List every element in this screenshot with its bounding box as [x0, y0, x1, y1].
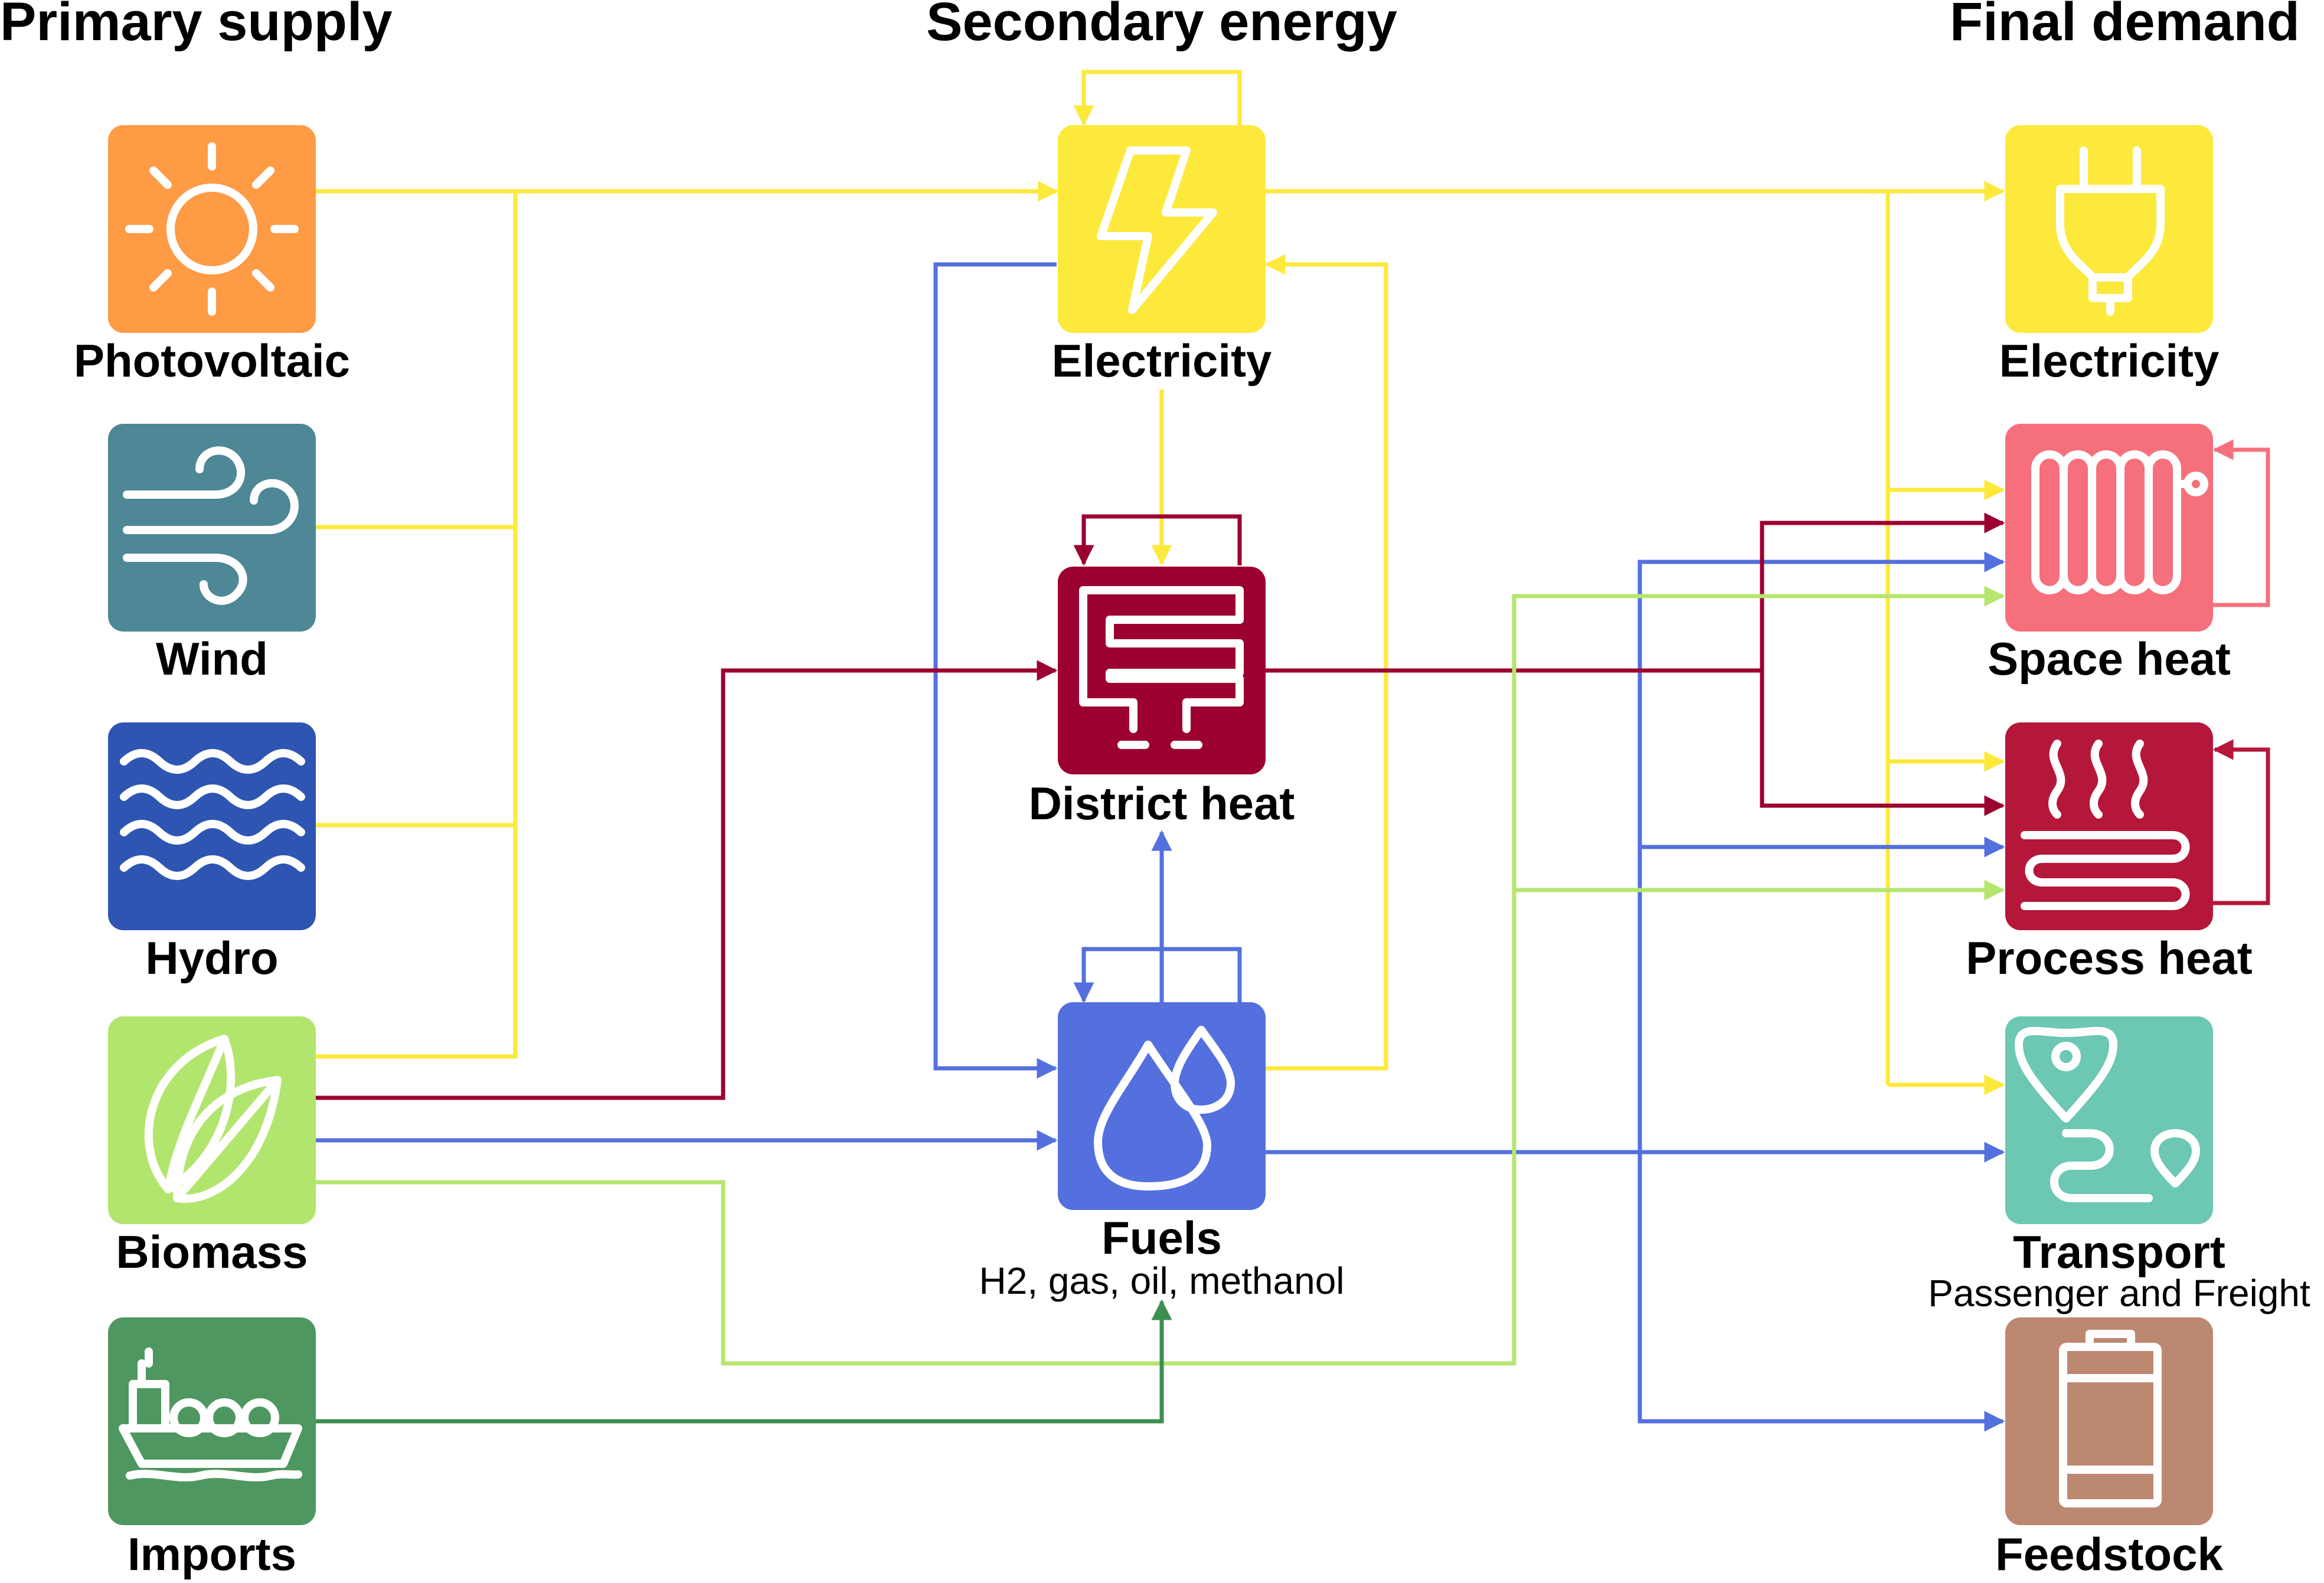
node-imports[interactable]: Imports: [108, 1317, 316, 1580]
flow-biomass-to-space-heat: [316, 586, 2005, 1366]
process-heat-label: Process heat: [1966, 932, 2253, 984]
sun-icon: [125, 142, 299, 316]
node-space-heat[interactable]: Space heat: [1988, 424, 2231, 685]
node-district-heat[interactable]: District heat: [1029, 567, 1295, 829]
node-process-heat[interactable]: Process heat: [1966, 722, 2253, 984]
electricity-tile: [1058, 125, 1266, 333]
space-heat-label: Space heat: [1988, 633, 2231, 685]
radiator-icon: [2031, 450, 2208, 594]
flow-imports-to-fuels: [316, 1299, 1172, 1424]
district-heat-label: District heat: [1029, 777, 1295, 829]
node-hydro[interactable]: Hydro: [108, 722, 316, 984]
column-title-final: Final demand: [1950, 0, 2300, 52]
node-photovoltaic[interactable]: Photovoltaic: [74, 125, 350, 387]
flow-fuels-to-feedstock: [1637, 1152, 2005, 1432]
fuels-tile: [1058, 1002, 1266, 1210]
node-electricity[interactable]: Electricity: [1052, 125, 1272, 387]
lightning-icon: [1097, 146, 1217, 314]
node-final-electricity[interactable]: Electricity: [1999, 125, 2220, 387]
waves-icon: [120, 749, 305, 880]
transport-sublabel: Passenger and Freight: [1928, 1272, 2310, 1314]
node-fuels[interactable]: Fuels H2, gas, oil, methanol: [979, 1002, 1345, 1302]
flow-fuels-trunk: [1637, 551, 2005, 1152]
steam-icon: [2021, 740, 2190, 910]
node-transport[interactable]: Transport Passenger and Freight: [1928, 1016, 2310, 1314]
flow-district-heat-to-process-heat: [1760, 671, 2005, 816]
final-electricity-tile: [2005, 125, 2213, 333]
flow-electricity-to-fuels: [933, 262, 1058, 1079]
column-title-secondary: Secondary energy: [926, 0, 1397, 52]
route-icon: [2015, 1026, 2200, 1202]
barrel-icon: [2059, 1330, 2162, 1507]
feedstock-label: Feedstock: [1995, 1528, 2223, 1580]
biomass-label: Biomass: [116, 1226, 308, 1278]
wind-label: Wind: [156, 633, 268, 685]
flow-biomass-to-district-heat: [316, 660, 1058, 1100]
final-electricity-label: Electricity: [1999, 335, 2220, 387]
plug-icon: [2056, 146, 2165, 316]
column-title-primary: Primary supply: [0, 0, 393, 52]
ship-icon: [119, 1347, 302, 1481]
flows: [316, 70, 2270, 1432]
flow-process-heat-loop: [2212, 739, 2270, 905]
hydro-label: Hydro: [145, 932, 278, 984]
flow-biomass-to-electricity: [316, 825, 518, 1059]
heating-coil-icon: [1079, 586, 1244, 749]
node-feedstock[interactable]: Feedstock: [1995, 1317, 2224, 1580]
node-biomass[interactable]: Biomass: [108, 1016, 316, 1278]
imports-label: Imports: [128, 1528, 296, 1580]
flow-hydro-to-electricity: [316, 527, 518, 828]
flow-electricity-loop: [1073, 70, 1242, 126]
transport-label: Transport: [2013, 1226, 2225, 1278]
node-wind[interactable]: Wind: [108, 424, 316, 685]
flow-space-heat-loop: [2212, 439, 2270, 607]
flow-district-heat-loop: [1073, 514, 1242, 566]
flow-fuels-to-electricity: [1264, 254, 1388, 1071]
wind-icon: [123, 446, 299, 605]
fuels-sublabel: H2, gas, oil, methanol: [979, 1260, 1345, 1302]
electricity-label: Electricity: [1052, 335, 1272, 387]
droplets-icon: [1094, 1026, 1235, 1190]
space-heat-tile: [2005, 424, 2213, 632]
fuels-label: Fuels: [1101, 1212, 1222, 1264]
leaf-icon: [144, 1035, 282, 1203]
photovoltaic-label: Photovoltaic: [74, 335, 350, 387]
